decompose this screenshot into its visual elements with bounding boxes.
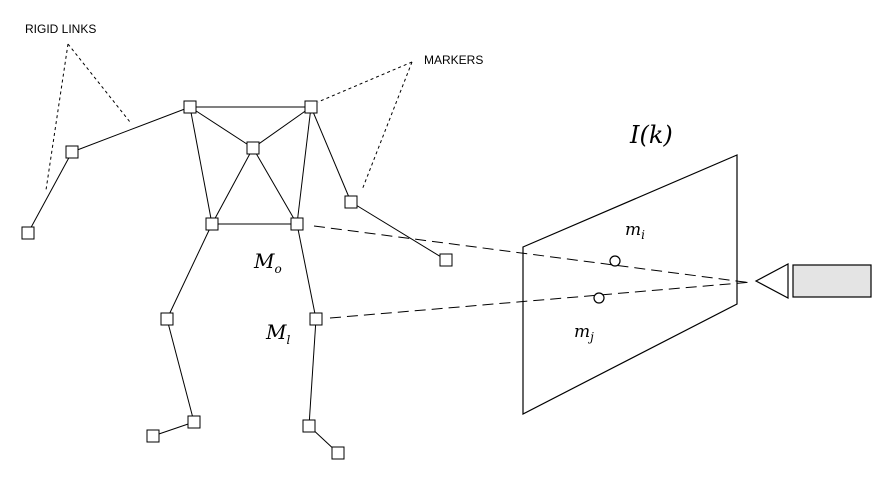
rigid-links xyxy=(27,106,447,454)
marker-left-toe xyxy=(146,429,160,443)
projection-mj-base: m xyxy=(574,322,590,342)
link-leftshoulder-lefthip xyxy=(189,106,213,225)
link-leftshoulder-chest xyxy=(189,106,254,149)
link-lefthip-leftknee xyxy=(166,223,213,320)
marker-left-hand xyxy=(21,226,35,240)
projected-point-mj xyxy=(593,292,605,304)
callout-leaders xyxy=(45,43,413,191)
camera-icon xyxy=(754,263,872,299)
ray-ml-to-camera xyxy=(329,281,753,319)
link-chest-righthip xyxy=(252,147,298,225)
rigid-links-label: RIGID LINKS xyxy=(25,22,96,36)
marker-ml-sub: l xyxy=(286,333,290,347)
marker-chest xyxy=(246,141,260,155)
rigid-links-leader-left xyxy=(45,43,69,191)
link-righthip-rightknee xyxy=(296,223,317,320)
marker-right-hand xyxy=(439,253,453,267)
link-rightelbow-righthand xyxy=(350,201,447,261)
projection-mj-label: mj xyxy=(574,322,594,344)
marker-right-knee xyxy=(309,312,323,326)
link-leftankle-lefttoe xyxy=(152,421,195,437)
link-rightshoulder-righthip xyxy=(296,106,312,225)
link-chest-lefthip xyxy=(211,147,254,225)
projected-point-mi xyxy=(609,255,621,267)
marker-mo-label: Mo xyxy=(253,249,282,276)
markers xyxy=(21,100,453,460)
marker-ml-base: M xyxy=(265,320,287,344)
marker-left-shoulder xyxy=(183,100,197,114)
link-rightknee-rightankle xyxy=(308,318,317,427)
camera-body xyxy=(792,264,872,298)
marker-left-knee xyxy=(160,312,174,326)
projection-rays xyxy=(313,225,753,319)
markers-leader-left xyxy=(317,61,413,103)
marker-right-elbow xyxy=(344,195,358,209)
camera-lens xyxy=(754,263,789,299)
projection-mi-base: m xyxy=(625,220,641,240)
link-lefthand-leftelbow xyxy=(27,151,73,234)
image-plane-label: I(k) xyxy=(629,121,673,149)
link-leftknee-leftankle xyxy=(166,318,195,423)
projection-mi-sub: i xyxy=(641,228,645,242)
projection-mi-label: mi xyxy=(625,220,645,242)
link-rightshoulder-rightelbow xyxy=(310,106,352,203)
marker-mo-base: M xyxy=(253,249,275,273)
markers-leader-right xyxy=(361,61,413,191)
marker-mo-sub: o xyxy=(274,262,281,276)
ray-mo-to-camera xyxy=(313,225,753,284)
marker-ml-label: Ml xyxy=(265,320,290,347)
marker-left-hip xyxy=(205,217,219,231)
marker-left-ankle xyxy=(187,415,201,429)
marker-right-hip xyxy=(290,217,304,231)
rigid-links-leader-right xyxy=(67,43,131,123)
link-rightshoulder-chest xyxy=(252,106,312,149)
marker-right-toe xyxy=(331,446,345,460)
projection-mj-sub: j xyxy=(587,330,594,344)
link-leftelbow-leftshoulder xyxy=(71,106,191,153)
markers-label: MARKERS xyxy=(424,53,483,67)
marker-right-shoulder xyxy=(304,100,318,114)
marker-right-ankle xyxy=(302,419,316,433)
image-plane xyxy=(522,154,738,415)
marker-left-elbow xyxy=(65,145,79,159)
